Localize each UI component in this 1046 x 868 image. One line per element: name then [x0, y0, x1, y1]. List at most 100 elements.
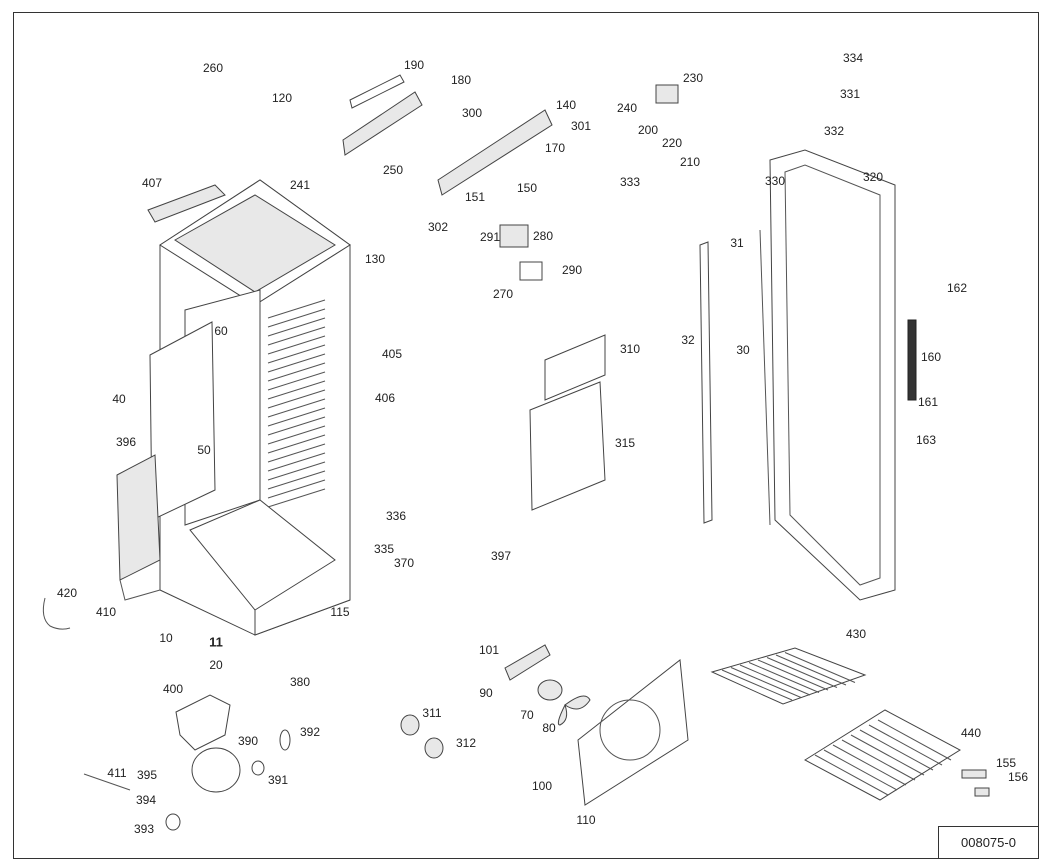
part-label-335: 335 [373, 542, 395, 556]
part-label-151: 151 [464, 190, 486, 204]
rib-line [267, 326, 326, 346]
glass-door [769, 149, 917, 601]
part-label-311: 311 [422, 706, 442, 720]
shelf-wire [739, 664, 811, 696]
shelf-upper [710, 647, 867, 705]
part-label-334: 334 [842, 51, 864, 65]
rib-line [267, 434, 326, 454]
lock-cylinder [655, 84, 679, 104]
part-label-405: 405 [381, 347, 403, 361]
part-label-200: 200 [637, 123, 659, 137]
rib-line [267, 479, 326, 499]
part-label-420: 420 [56, 586, 78, 600]
shelf-wire [841, 739, 916, 781]
top-cover [147, 184, 226, 223]
compressor-cover [175, 694, 231, 751]
rib-line [267, 362, 326, 382]
rib-line [267, 389, 326, 409]
shelf-wire [775, 654, 847, 686]
shelf-wire [814, 754, 889, 796]
shelf-wire [877, 719, 952, 761]
part-label-320: 320 [862, 170, 884, 184]
part-label-395: 395 [136, 768, 158, 782]
shelf-wire [868, 724, 943, 766]
part-label-333: 333 [619, 175, 641, 189]
pcb [349, 74, 405, 109]
shelf-wire [757, 659, 829, 691]
part-label-156: 156 [1007, 770, 1029, 784]
fan-blade [557, 695, 591, 726]
rib-line [267, 335, 326, 355]
shelf-wire [850, 734, 925, 776]
part-label-394: 394 [135, 793, 157, 807]
part-label-90: 90 [479, 686, 493, 700]
rib-line [267, 344, 326, 364]
holder-156 [974, 787, 990, 797]
rib-line [267, 452, 326, 472]
part-label-11: 11 [209, 634, 223, 650]
diagram-frame [13, 12, 1039, 859]
shelf-wire [721, 669, 793, 701]
rib-line [267, 443, 326, 463]
part-label-312: 312 [455, 736, 477, 750]
bracket [519, 261, 543, 281]
rib-line [267, 308, 326, 328]
rib-line [267, 371, 326, 391]
shelf-wire [832, 744, 907, 786]
part-label-110: 110 [576, 813, 596, 827]
part-label-392: 392 [299, 725, 321, 739]
part-label-163: 163 [915, 433, 937, 447]
part-label-60: 60 [214, 324, 228, 338]
part-label-260: 260 [202, 61, 224, 75]
part-label-70: 70 [520, 708, 534, 722]
part-label-80: 80 [542, 721, 556, 735]
fan-cover [544, 334, 606, 401]
cabinet-body [159, 179, 351, 636]
part-label-332: 332 [823, 124, 845, 138]
part-label-411: 411 [107, 766, 127, 780]
part-311 [400, 714, 420, 736]
part-label-180: 180 [450, 73, 472, 87]
evaporator-plate [529, 381, 606, 511]
rib-line [267, 488, 326, 508]
part-label-430: 430 [845, 627, 867, 641]
part-label-331: 331 [839, 87, 861, 101]
fan-shroud [577, 659, 689, 806]
shelf-wire [766, 657, 838, 688]
rib-line [267, 317, 326, 337]
part-label-130: 130 [364, 252, 386, 266]
part-label-170: 170 [544, 141, 566, 155]
part-label-31: 31 [730, 236, 744, 250]
part-label-302: 302 [427, 220, 449, 234]
part-label-30: 30 [736, 343, 750, 357]
part-label-315: 315 [614, 436, 636, 450]
part-label-406: 406 [374, 391, 396, 405]
part-label-210: 210 [679, 155, 701, 169]
part-label-120: 120 [271, 91, 293, 105]
shelf-wire [730, 667, 802, 698]
power-cord [42, 597, 71, 630]
rib-line [267, 461, 326, 481]
part-312 [424, 737, 444, 759]
shelf-wire [784, 652, 856, 683]
gasket-right [759, 229, 771, 526]
holder-155 [961, 769, 987, 779]
part-label-101: 101 [478, 643, 500, 657]
part-label-230: 230 [682, 71, 704, 85]
part-label-190: 190 [403, 58, 425, 72]
part-label-115: 115 [330, 605, 350, 619]
control-panel [437, 109, 553, 196]
rib-line [267, 416, 326, 436]
part-label-10: 10 [159, 631, 173, 645]
rib-line [267, 425, 326, 445]
part-label-161: 161 [917, 395, 939, 409]
condenser [116, 454, 161, 581]
document-number: 008075-0 [938, 826, 1039, 859]
part-label-310: 310 [619, 342, 641, 356]
part-label-240: 240 [616, 101, 638, 115]
control-board [342, 91, 423, 156]
back-panel [149, 321, 216, 521]
back-plate [119, 579, 161, 601]
gasket-left [699, 241, 713, 524]
part-label-391: 391 [267, 773, 289, 787]
